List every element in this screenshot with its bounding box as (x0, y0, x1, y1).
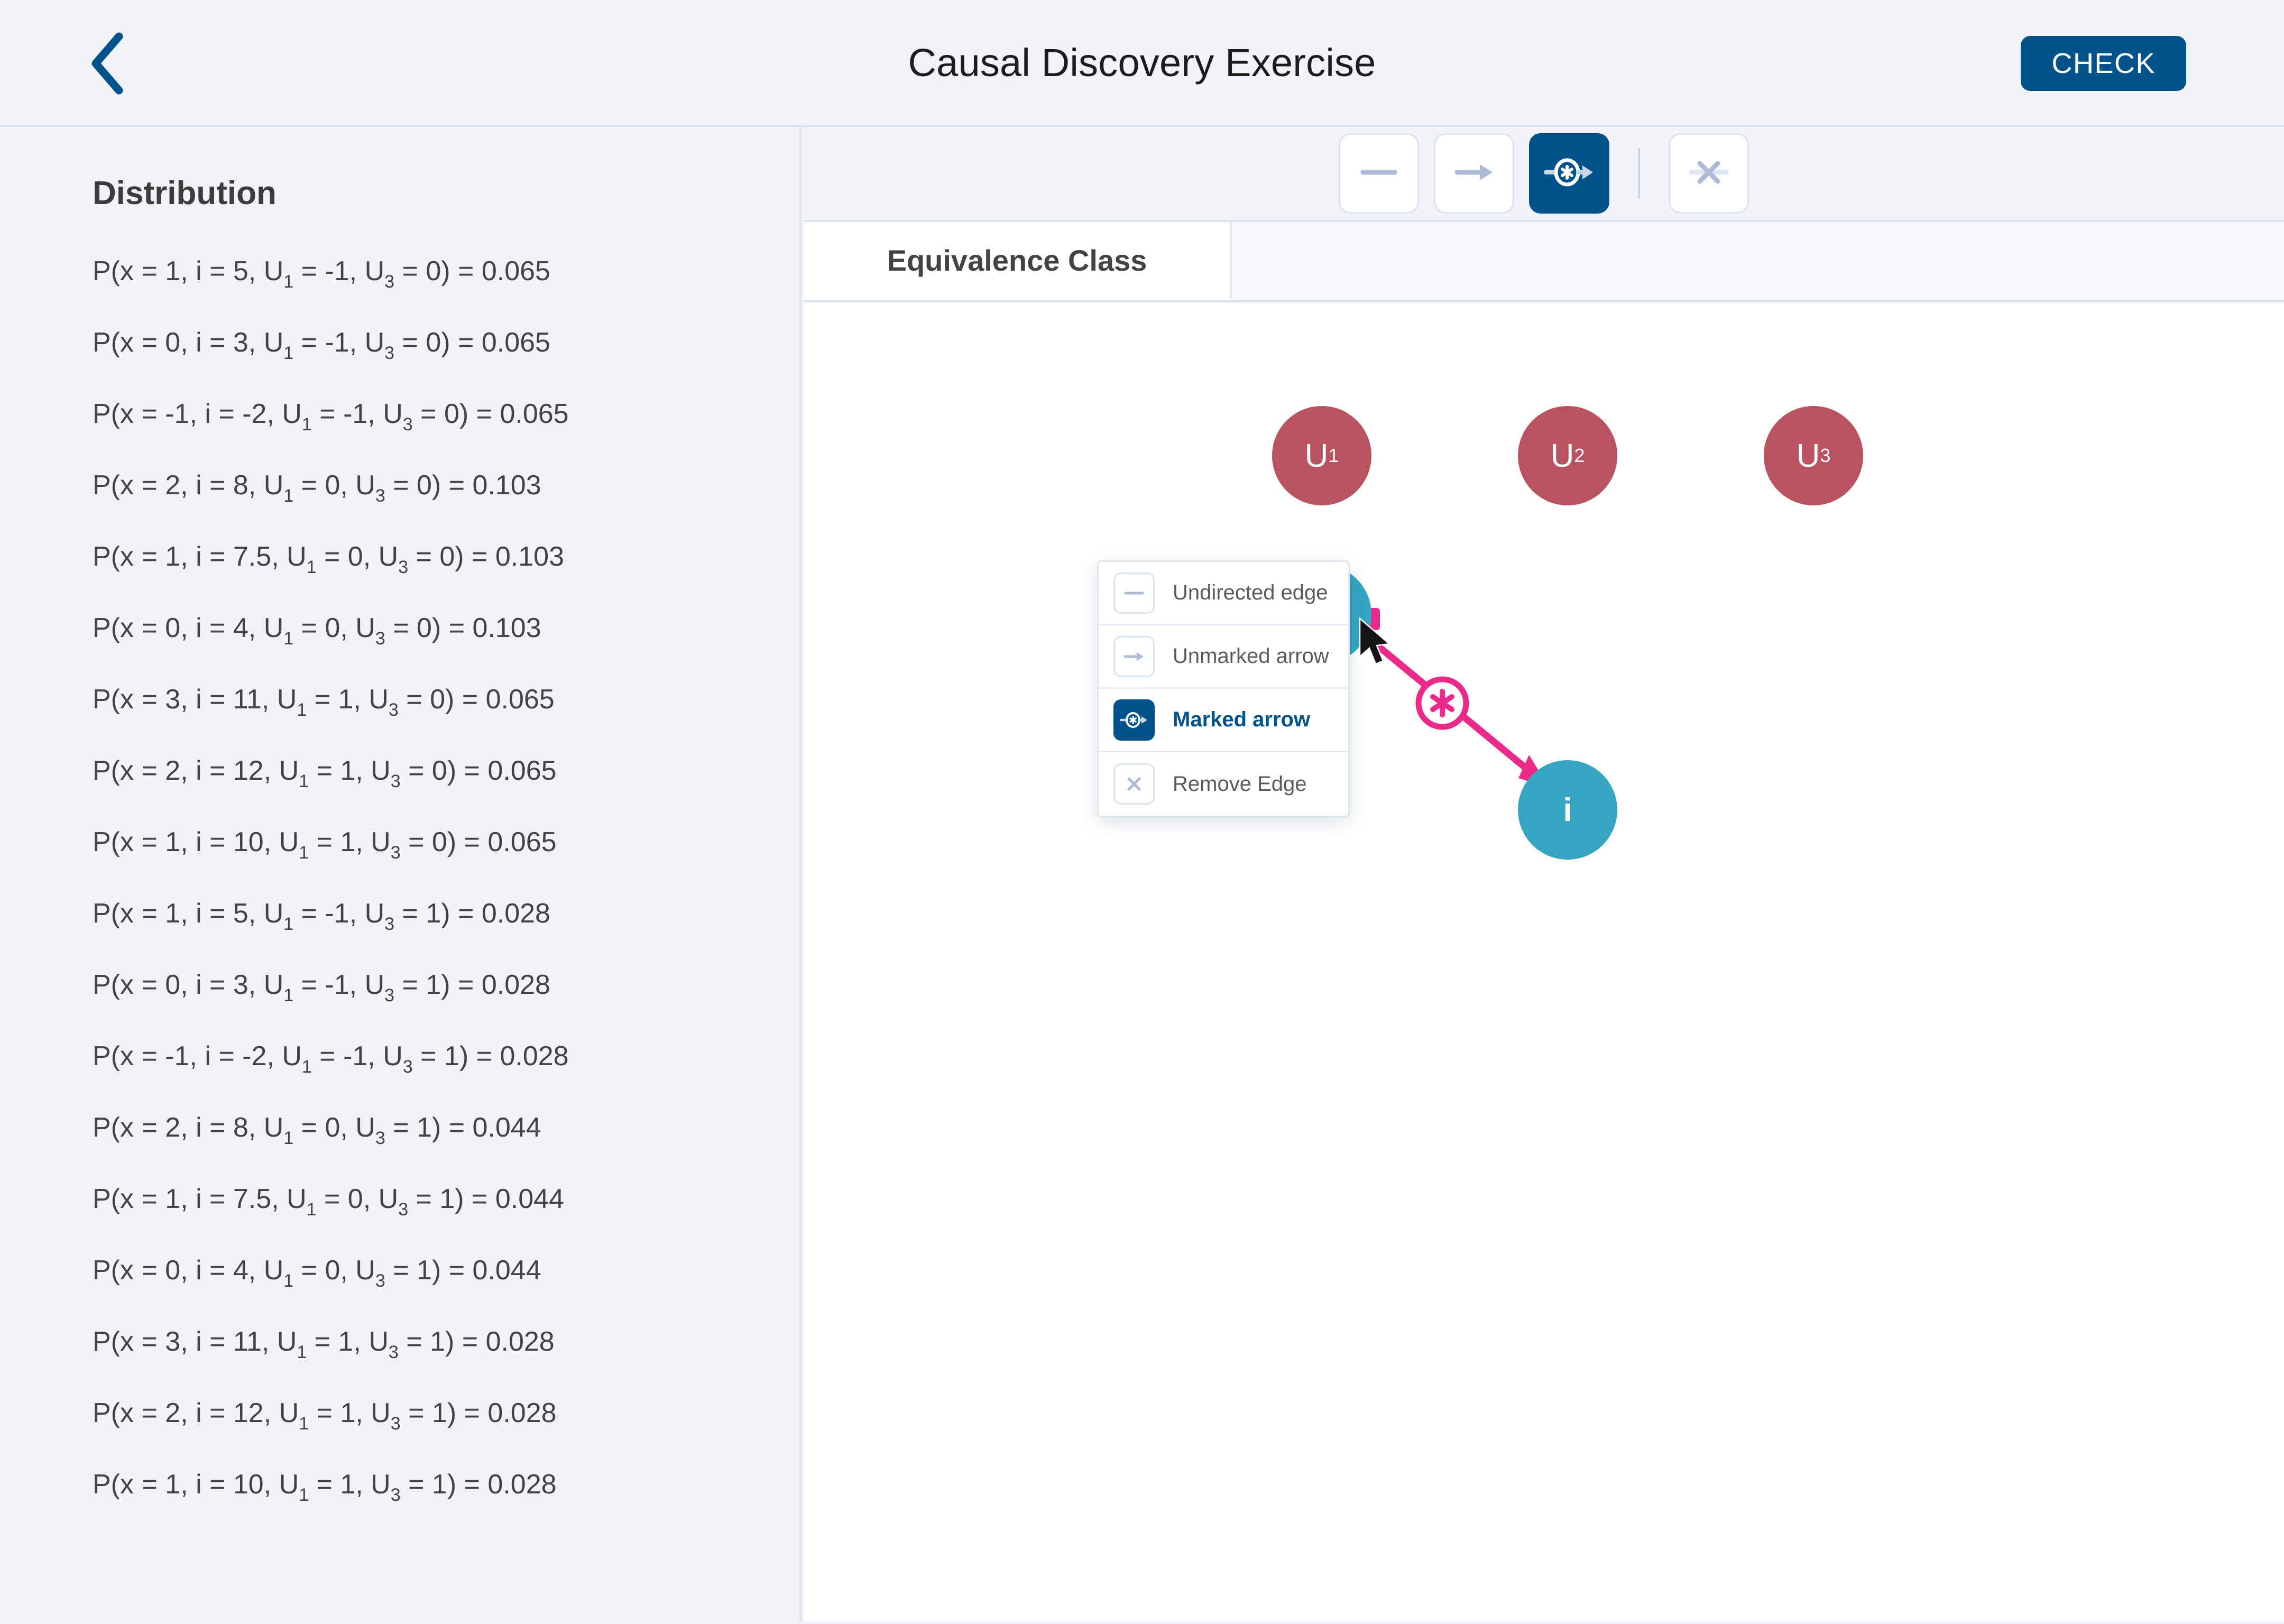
distribution-row: P(x = 1, i = 10, U1 = 1, U3 = 0) = 0.065 (93, 827, 557, 863)
node-U2[interactable] (1518, 406, 1617, 505)
distribution-row: P(x = 3, i = 11, U1 = 1, U3 = 1) = 0.028 (93, 1326, 555, 1362)
distribution-row: P(x = -1, i = -2, U1 = -1, U3 = 1) = 0.0… (93, 1041, 569, 1077)
edge-marker-asterisk (1415, 676, 1469, 730)
graph-tab-bar: Equivalence Class (804, 222, 2284, 302)
distribution-row: P(x = 1, i = 5, U1 = -1, U3 = 0) = 0.065 (93, 256, 550, 292)
graph-canvas[interactable]: U1 U2 U3 x i Undirected edge (804, 302, 2284, 1620)
node-U1[interactable] (1272, 406, 1371, 505)
remove-edge-icon (1113, 763, 1155, 805)
app-body: Distribution P(x = 1, i = 5, U1 = -1, U3… (0, 127, 2284, 1622)
context-menu-label: Marked arrow (1173, 708, 1311, 731)
app-header: Causal Discovery Exercise CHECK (0, 0, 2284, 127)
context-menu-label: Remove Edge (1173, 772, 1307, 796)
context-menu-item-undirected-edge[interactable]: Undirected edge (1099, 562, 1348, 625)
toolbar-undirected-edge-button[interactable] (1339, 133, 1419, 214)
undirected-edge-icon (1356, 150, 1402, 198)
distribution-row: P(x = 2, i = 12, U1 = 1, U3 = 0) = 0.065 (93, 755, 557, 791)
toolbar-remove-edge-button[interactable] (1669, 133, 1749, 214)
distribution-list: P(x = 1, i = 5, U1 = -1, U3 = 0) = 0.065… (93, 257, 799, 1504)
remove-edge-icon (1686, 150, 1732, 198)
mouse-cursor-icon (1359, 617, 1391, 665)
distribution-row: P(x = 0, i = 3, U1 = -1, U3 = 1) = 0.028 (93, 970, 550, 1005)
context-menu-item-remove-edge[interactable]: Remove Edge (1099, 752, 1348, 816)
distribution-row: P(x = 0, i = 4, U1 = 0, U3 = 1) = 0.044 (93, 1255, 541, 1291)
context-menu-label: Undirected edge (1173, 581, 1328, 604)
context-menu-label: Unmarked arrow (1173, 644, 1329, 668)
distribution-row: P(x = 0, i = 4, U1 = 0, U3 = 0) = 0.103 (93, 613, 541, 649)
edge-type-toolbar (804, 127, 2284, 222)
distribution-row: P(x = 1, i = 5, U1 = -1, U3 = 1) = 0.028 (93, 898, 550, 934)
check-button[interactable]: CHECK (2021, 36, 2186, 91)
distribution-row: P(x = 2, i = 8, U1 = 0, U3 = 1) = 0.044 (93, 1112, 541, 1148)
marked-arrow-icon (1113, 699, 1155, 741)
distribution-row: P(x = 3, i = 11, U1 = 1, U3 = 0) = 0.065 (93, 684, 555, 720)
edge-type-context-menu[interactable]: Undirected edge Unmarked arrow (1097, 560, 1350, 817)
distribution-row: P(x = 0, i = 3, U1 = -1, U3 = 0) = 0.065 (93, 327, 550, 363)
distribution-row: P(x = -1, i = -2, U1 = -1, U3 = 0) = 0.0… (93, 399, 569, 435)
marked-arrow-icon (1544, 150, 1595, 198)
distribution-row: P(x = 1, i = 7.5, U1 = 0, U3 = 1) = 0.04… (93, 1184, 564, 1220)
distribution-row: P(x = 2, i = 12, U1 = 1, U3 = 1) = 0.028 (93, 1398, 557, 1434)
unmarked-arrow-icon (1451, 150, 1497, 198)
toolbar-unmarked-arrow-button[interactable] (1434, 133, 1514, 214)
node-U3[interactable] (1764, 406, 1863, 505)
context-menu-item-marked-arrow[interactable]: Marked arrow (1099, 689, 1348, 752)
distribution-row: P(x = 2, i = 8, U1 = 0, U3 = 0) = 0.103 (93, 470, 541, 506)
page-title: Causal Discovery Exercise (908, 40, 1376, 85)
distribution-row: P(x = 1, i = 7.5, U1 = 0, U3 = 0) = 0.10… (93, 541, 564, 577)
undirected-edge-icon (1113, 572, 1155, 614)
distribution-row: P(x = 1, i = 10, U1 = 1, U3 = 1) = 0.028 (93, 1469, 557, 1505)
graph-pane: Equivalence Class (804, 127, 2284, 1622)
distribution-heading: Distribution (93, 175, 277, 211)
graph-drawing (1272, 406, 1863, 860)
chevron-left-icon (86, 29, 131, 98)
tab-equivalence-class[interactable]: Equivalence Class (804, 222, 1232, 300)
back-button[interactable] (63, 29, 153, 98)
toolbar-divider (1638, 148, 1640, 199)
toolbar-marked-arrow-button[interactable] (1529, 133, 1609, 214)
context-menu-item-unmarked-arrow[interactable]: Unmarked arrow (1099, 625, 1348, 689)
unmarked-arrow-icon (1113, 635, 1155, 677)
node-i[interactable] (1518, 760, 1617, 860)
distribution-sidebar: Distribution P(x = 1, i = 5, U1 = -1, U3… (0, 127, 802, 1622)
